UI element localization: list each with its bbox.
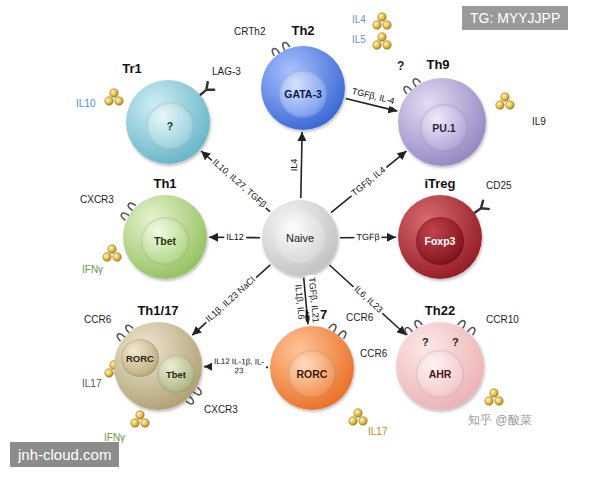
cytokine-symbol xyxy=(490,389,498,397)
cytokine-name: IL4 xyxy=(352,14,366,26)
cytokine-symbol xyxy=(506,101,514,109)
watermark: 知乎 @酸菜 xyxy=(468,414,532,428)
cytokine-symbol xyxy=(485,397,493,405)
nucleus: AHR xyxy=(416,350,464,398)
cell: Th1/17RORCTbet xyxy=(114,322,202,410)
cytokine-symbol xyxy=(378,13,386,21)
transcription-factor: RORC xyxy=(297,368,328,380)
cytokine-symbol xyxy=(136,411,144,419)
transcription-factor: RORC xyxy=(126,353,154,364)
cytokine-symbol xyxy=(495,397,503,405)
receptor-name: CRTh2 xyxy=(234,26,266,38)
transcription-factor: PU.1 xyxy=(432,122,455,134)
nucleus: RORC xyxy=(121,339,159,377)
transcription-factor: Tbet xyxy=(154,235,176,247)
cell-name: Naive xyxy=(286,232,314,244)
arrow xyxy=(330,265,407,335)
transcription-factor: ? xyxy=(167,120,173,132)
cell: Th22AHR xyxy=(396,322,484,410)
cell: Th1Tbet xyxy=(123,195,207,279)
edge-label: TGFβ, IL-4 xyxy=(349,87,398,108)
cell-title: Th9 xyxy=(426,57,449,72)
cytokine-name: IFNγ xyxy=(82,264,103,276)
cytokine-symbol xyxy=(383,41,391,49)
cytokine-symbol xyxy=(110,89,118,97)
cytokine-symbol xyxy=(105,97,113,105)
cytokine-symbol xyxy=(108,245,116,253)
edge-label: IL12 xyxy=(224,232,246,242)
receptor-name: CCR6 xyxy=(360,348,387,360)
nucleus: GATA-3 xyxy=(279,70,327,118)
receptor-name: CXCR3 xyxy=(80,194,114,206)
receptor-name: CXCR3 xyxy=(204,404,238,416)
question-mark: ? xyxy=(397,60,404,74)
edge-label: IL1β, IL23 NaCl xyxy=(203,274,259,326)
cytokine-symbol xyxy=(359,417,367,425)
cytokine-name: IL5 xyxy=(352,34,366,46)
cytokine-symbol xyxy=(115,97,123,105)
cytokine-symbol xyxy=(354,409,362,417)
nucleus: Tbet xyxy=(141,217,189,265)
cell-title: Th2 xyxy=(291,23,314,38)
cell-title: Th22 xyxy=(425,303,455,318)
arrow xyxy=(201,151,270,212)
edge-label: IL10, IL27, TGFβ xyxy=(209,157,270,212)
cytokine-symbol xyxy=(383,21,391,29)
transcription-factor: Tbet xyxy=(166,369,186,380)
watermark: TG: MYYJJPP xyxy=(462,6,568,30)
cytokine-name: IL17 xyxy=(82,378,101,390)
cell: iTregFoxp3 xyxy=(398,195,482,279)
edge-label: IL1β, IL6 xyxy=(292,282,305,322)
arrow xyxy=(301,132,302,198)
receptor-name: CD25 xyxy=(486,180,512,192)
watermark: jnh-cloud.com xyxy=(10,442,119,467)
cell: Th17RORC xyxy=(270,326,354,410)
cytokine-name: IL9 xyxy=(532,116,546,128)
arrow xyxy=(331,151,406,213)
transcription-factor: GATA-3 xyxy=(284,88,322,100)
cytokine-symbol xyxy=(103,253,111,261)
edge-label: IL4 xyxy=(289,157,299,174)
receptor-name: LAG-3 xyxy=(212,66,241,78)
cytokine-symbol xyxy=(349,417,357,425)
cytokine-symbol xyxy=(373,21,381,29)
cytokine-name: IL10 xyxy=(76,98,95,110)
cell: Th2GATA-3 xyxy=(261,46,345,130)
cytokine-symbol xyxy=(105,369,113,377)
transcription-factor: Foxp3 xyxy=(425,235,456,247)
cytokine-symbol xyxy=(501,93,509,101)
question-mark: ? xyxy=(452,336,459,349)
edge-label: IL6, IL23 xyxy=(350,283,385,317)
nucleus: Tbet xyxy=(157,355,195,393)
receptor-name: CCR6 xyxy=(84,314,111,326)
nucleus: PU.1 xyxy=(420,104,468,152)
cytokine-name: IL17 xyxy=(368,426,387,438)
receptor-name: CCR6 xyxy=(346,312,373,324)
question-mark: ? xyxy=(422,336,429,349)
cytokine-symbol xyxy=(496,101,504,109)
cytokine-symbol xyxy=(131,419,139,427)
edge-label: IL12 IL-1β, IL-23 xyxy=(212,358,266,376)
cell-title: Th1/17 xyxy=(137,303,178,318)
edge-label: TGFβ, IL4 xyxy=(348,164,389,200)
cell: Naive xyxy=(262,200,338,276)
arrow xyxy=(192,265,270,335)
cell: Tr1? xyxy=(126,80,210,164)
receptor-name: CCR10 xyxy=(486,314,519,326)
nucleus: Foxp3 xyxy=(416,217,464,265)
cytokine-symbol xyxy=(373,41,381,49)
cytokine-symbol xyxy=(378,33,386,41)
edge-label: TGFβ xyxy=(354,232,381,242)
transcription-factor: AHR xyxy=(429,368,452,380)
cell-title: Th1 xyxy=(153,176,176,191)
nucleus: RORC xyxy=(288,350,336,398)
cell-title: iTreg xyxy=(424,176,455,191)
nucleus: ? xyxy=(146,102,194,150)
cell-title: Tr1 xyxy=(122,61,142,76)
cytokine-symbol xyxy=(141,419,149,427)
cell: Th9PU.1 xyxy=(398,78,486,166)
cytokine-symbol xyxy=(113,253,121,261)
